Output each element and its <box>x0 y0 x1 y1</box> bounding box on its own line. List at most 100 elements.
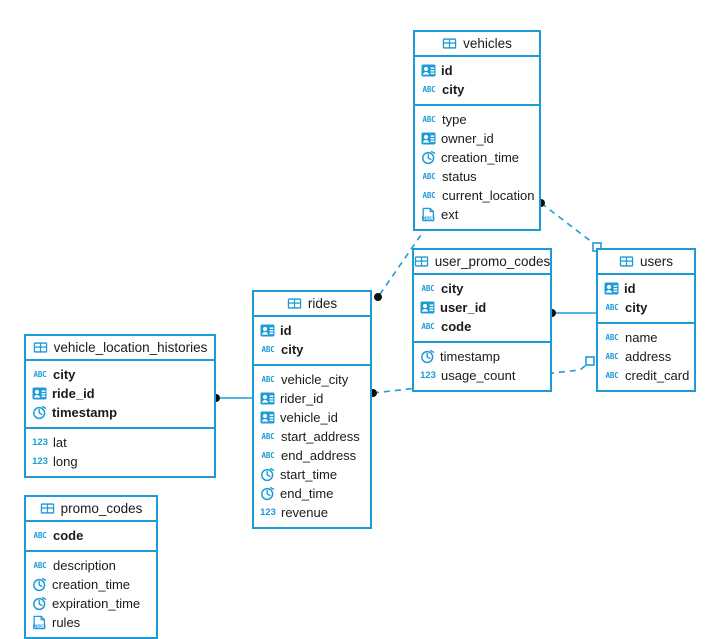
column-field[interactable]: creation_time <box>415 148 539 167</box>
table-name-label: rides <box>307 295 338 311</box>
svg-text:JSON: JSON <box>34 624 44 629</box>
key-badge-icon <box>421 63 436 78</box>
field-name-label: start_address <box>281 429 360 444</box>
field-name-label: timestamp <box>52 405 118 420</box>
field-name-label: credit_card <box>625 368 690 383</box>
field-name-label: city <box>281 342 304 357</box>
table-header-vehicle_location_histories[interactable]: vehicle_location_histories <box>26 336 214 361</box>
column-field[interactable]: 123 usage_count <box>414 366 550 385</box>
column-field[interactable]: rider_id <box>254 389 370 408</box>
abc-icon: ABC <box>421 321 435 331</box>
primary-key-field[interactable]: id <box>254 321 370 340</box>
relationship-vehicle_location_histories-rides[interactable] <box>212 394 252 402</box>
table-header-user_promo_codes[interactable]: user_promo_codes <box>414 250 550 275</box>
column-field[interactable]: creation_time <box>26 575 156 594</box>
primary-key-field[interactable]: id <box>598 279 694 298</box>
relationship-endpoint-square <box>585 356 595 366</box>
primary-key-field[interactable]: ABC code <box>414 317 550 336</box>
abc-icon: ABC <box>422 114 436 124</box>
abc-icon: ABC <box>422 84 436 94</box>
primary-key-field[interactable]: id <box>415 61 539 80</box>
column-field[interactable]: timestamp <box>414 347 550 366</box>
table-name-label: vehicles <box>463 35 512 51</box>
table-header-promo_codes[interactable]: promo_codes <box>26 497 156 522</box>
column-field[interactable]: 123 long <box>26 452 214 471</box>
relationship-vehicles-users[interactable] <box>537 199 602 252</box>
field-name-label: city <box>442 82 465 97</box>
table-name-label: promo_codes <box>60 500 143 516</box>
clock-icon <box>32 577 47 592</box>
field-name-label: code <box>441 319 472 334</box>
123-icon: 123 <box>260 506 276 518</box>
table-icon <box>40 501 55 516</box>
table-icon <box>33 340 48 355</box>
field-name-label: start_time <box>280 467 338 482</box>
field-name-label: end_address <box>281 448 357 463</box>
primary-key-field[interactable]: user_id <box>414 298 550 317</box>
relationship-endpoint-dot <box>374 293 382 301</box>
field-name-label: long <box>53 454 78 469</box>
column-field[interactable]: start_time <box>254 465 370 484</box>
field-name-label: creation_time <box>52 577 131 592</box>
field-name-label: revenue <box>281 505 328 520</box>
json-icon: JSON <box>32 615 47 630</box>
column-field[interactable]: 123 revenue <box>254 503 370 522</box>
primary-key-field[interactable]: timestamp <box>26 403 214 422</box>
column-field[interactable]: vehicle_id <box>254 408 370 427</box>
key-badge-icon <box>420 300 435 315</box>
key-badge-icon <box>421 131 436 146</box>
field-name-label: id <box>280 323 292 338</box>
clock-icon <box>420 349 435 364</box>
column-section: ABC description creation_time expiration_ti… <box>26 552 156 637</box>
123-icon: 123 <box>32 455 48 467</box>
svg-text:JSON: JSON <box>423 216 433 221</box>
primary-key-field[interactable]: ride_id <box>26 384 214 403</box>
field-name-label: description <box>53 558 116 573</box>
123-icon: 123 <box>420 369 436 381</box>
field-name-label: id <box>624 281 636 296</box>
abc-icon: ABC <box>422 171 436 181</box>
column-field[interactable]: owner_id <box>415 129 539 148</box>
table-header-rides[interactable]: rides <box>254 292 370 317</box>
column-field[interactable]: end_time <box>254 484 370 503</box>
relationship-user_promo_codes-users[interactable] <box>548 309 596 317</box>
table-header-users[interactable]: users <box>598 250 694 275</box>
field-name-label: rider_id <box>280 391 324 406</box>
table-header-vehicles[interactable]: vehicles <box>415 32 539 57</box>
field-name-label: city <box>441 281 464 296</box>
field-name-label: usage_count <box>441 368 516 383</box>
column-field[interactable]: ABC description <box>26 556 156 575</box>
abc-icon: ABC <box>33 560 47 570</box>
column-field[interactable]: expiration_time <box>26 594 156 613</box>
table-icon <box>442 36 457 51</box>
primary-key-field[interactable]: ABC city <box>415 80 539 99</box>
